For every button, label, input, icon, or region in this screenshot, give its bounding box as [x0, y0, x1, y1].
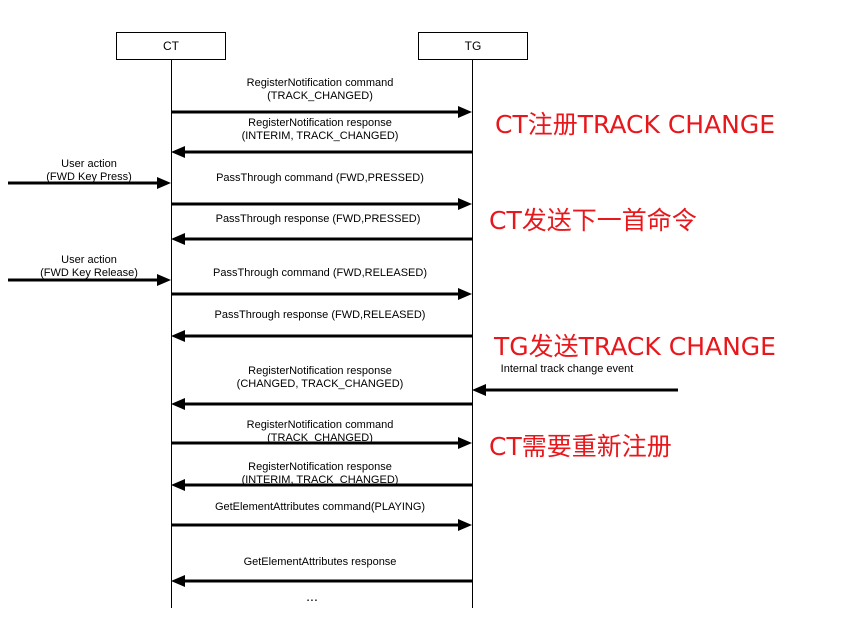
external-event-label: User action(FWD Key Press): [46, 158, 132, 183]
ct-participant-box: CT: [116, 32, 226, 60]
message-label: RegisterNotification command(TRACK_CHANG…: [246, 77, 394, 102]
annotation-register: CT注册TRACK CHANGE: [495, 110, 776, 139]
annotation-next-command: CT发送下一首命令: [489, 206, 697, 235]
message-label: PassThrough command (FWD,RELEASED): [213, 267, 427, 279]
annotation-reregister: CT需要重新注册: [489, 432, 672, 461]
message-label: PassThrough response (FWD,RELEASED): [214, 309, 426, 321]
external-arrow-track-change: [472, 384, 678, 396]
message-label: PassThrough response (FWD,PRESSED): [215, 213, 421, 225]
message-arrow-to-ct: [171, 146, 472, 158]
continuation-ellipsis: ...: [306, 588, 318, 604]
message-label: RegisterNotification response(INTERIM, T…: [241, 461, 399, 486]
message-arrow-to-ct: [171, 330, 472, 342]
message-arrow-to-tg: [171, 106, 472, 118]
message-label: RegisterNotification command(TRACK_CHANG…: [246, 419, 394, 444]
external-event-label: User action(FWD Key Release): [40, 254, 138, 279]
external-event-label: Internal track change event: [500, 363, 634, 375]
annotation-tg-send: TG发送TRACK CHANGE: [494, 332, 776, 361]
external-arrow-fwd-release: [8, 274, 171, 286]
message-arrow-to-tg: [171, 198, 472, 210]
message-arrow-to-tg: [171, 288, 472, 300]
message-arrow-to-ct: [171, 398, 472, 410]
ct-lifeline: [171, 60, 172, 608]
tg-participant-box: TG: [418, 32, 528, 60]
message-arrow-to-ct: [171, 575, 472, 587]
message-arrow-to-ct: [171, 233, 472, 245]
ct-participant-label: CT: [163, 39, 179, 53]
message-label: RegisterNotification response(INTERIM, T…: [241, 117, 399, 142]
message-label: GetElementAttributes command(PLAYING): [214, 501, 426, 513]
message-arrow-to-ct: [171, 479, 472, 491]
message-arrow-to-tg: [171, 437, 472, 449]
external-arrow-fwd-press: [8, 177, 171, 189]
message-label: RegisterNotification response(CHANGED, T…: [236, 365, 404, 390]
message-label: PassThrough command (FWD,PRESSED): [216, 172, 424, 184]
tg-lifeline: [472, 60, 473, 608]
message-label: GetElementAttributes response: [243, 556, 397, 568]
message-arrow-to-tg: [171, 519, 472, 531]
tg-participant-label: TG: [464, 39, 482, 53]
